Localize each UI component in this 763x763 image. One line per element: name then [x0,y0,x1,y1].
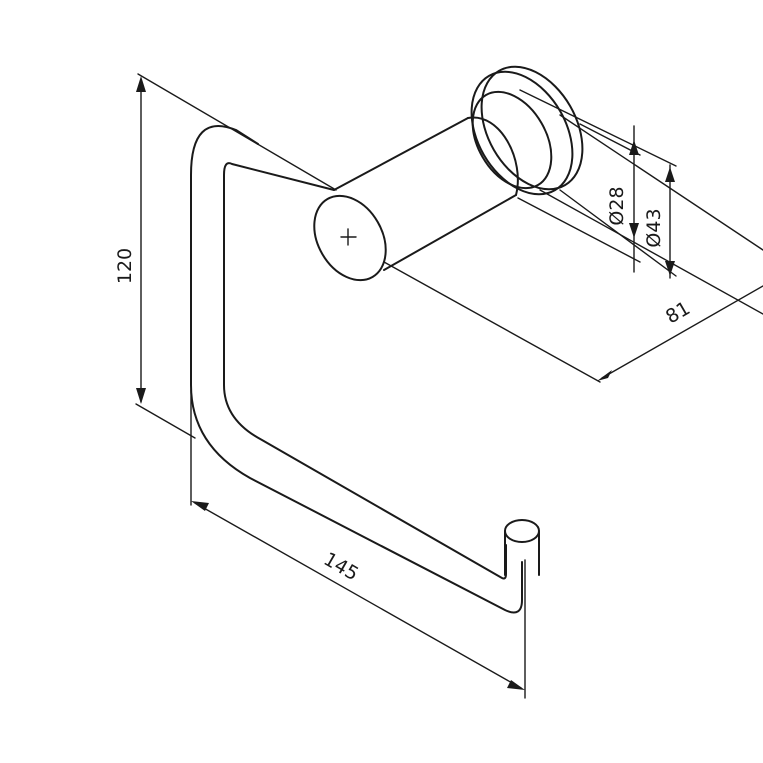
depth-label: 81 [662,297,694,328]
wall-flange [470,65,584,196]
dimension-height [135,73,337,439]
arm-end-cap [313,194,387,282]
outer-diameter-label: Ø43 [643,208,665,247]
height-label: 120 [114,248,136,284]
rod-end-cap [504,519,540,543]
width-label: 145 [320,548,362,585]
inner-diameter-label: Ø28 [606,186,628,225]
dimension-width [190,389,526,699]
holder-rod [190,125,540,614]
dimension-diameters [517,89,677,279]
arm-cylinder [313,116,519,282]
dimension-depth [383,114,763,383]
